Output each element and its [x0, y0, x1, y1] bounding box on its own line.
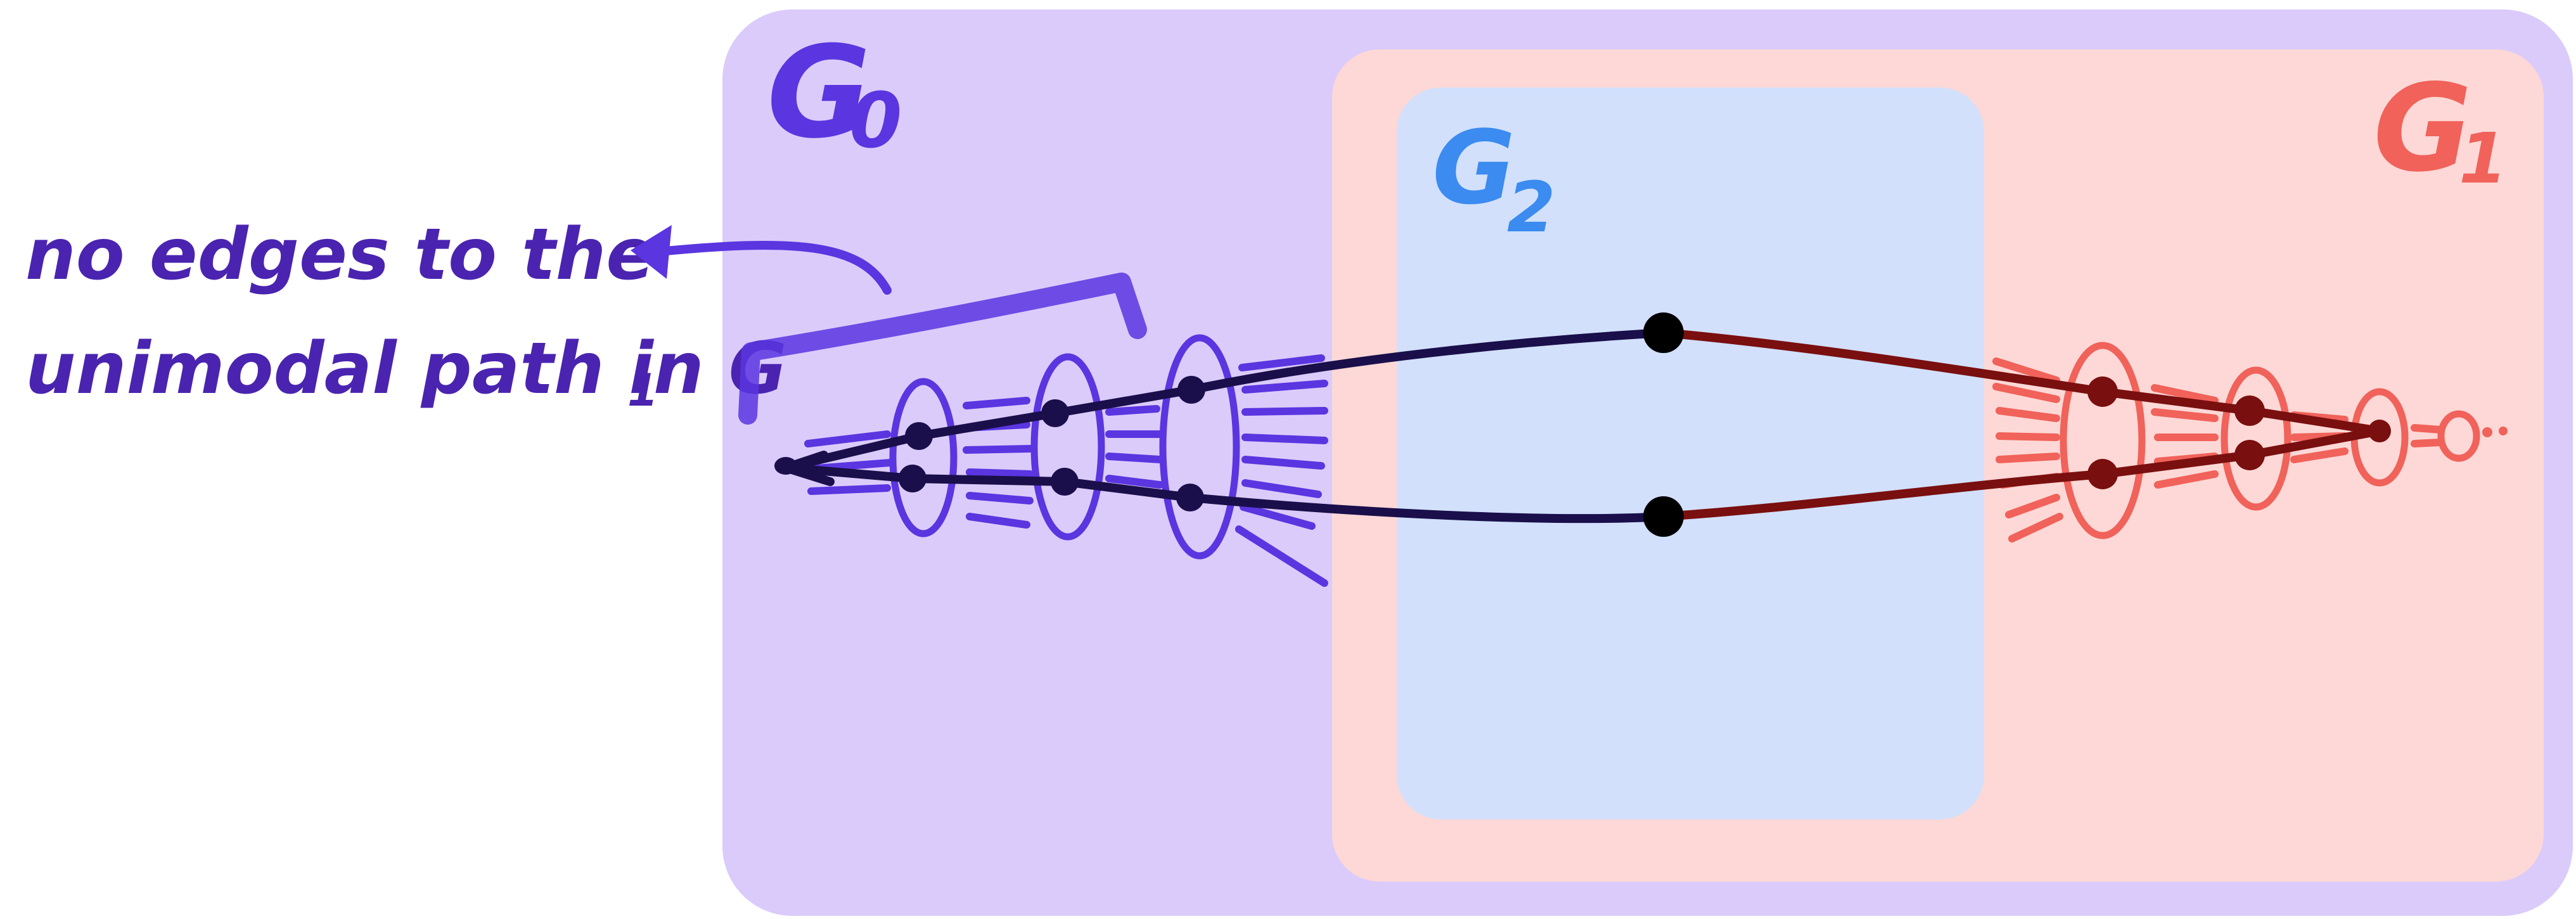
sink-node [2368, 420, 2391, 442]
annotation-arrowhead-icon [631, 225, 672, 279]
annotation-line-1: no edges to the [25, 214, 654, 296]
annotation-arrow-icon [648, 241, 892, 295]
g1-layer-4 [2437, 410, 2480, 462]
g0-layers [889, 334, 1240, 560]
node-upper-2 [1041, 399, 1069, 427]
node-red-lower-2 [2234, 440, 2265, 470]
g0-layer-1 [889, 378, 958, 537]
node-red-upper-2 [2234, 395, 2265, 426]
g2-label: G [1432, 108, 1515, 227]
region-g2 [1397, 87, 1984, 819]
g1-layer-1 [2060, 342, 2146, 539]
node-lower-2 [1051, 468, 1079, 496]
bridge-node-upper [1643, 312, 1684, 353]
lower-path-dark [781, 463, 1668, 524]
node-upper-3 [1177, 376, 1205, 404]
g1-label: G [2373, 58, 2472, 198]
bridge-node-lower [1643, 496, 1684, 537]
g0-edge-hatching [804, 354, 1328, 587]
g2-subscript: 2 [1507, 167, 1556, 248]
source-node [774, 457, 797, 475]
g0-label: G [767, 19, 871, 167]
upper-path-dark [781, 328, 1668, 472]
node-upper-1 [905, 422, 933, 450]
annotation-line-2: unimodal path in G [25, 328, 787, 410]
path-red-segments [1659, 328, 2384, 521]
g0-subscript: 0 [849, 77, 902, 165]
upper-path-red [1659, 328, 2384, 435]
node-red-upper-1 [2087, 376, 2118, 407]
g1-subscript: 1 [2459, 118, 2508, 199]
scribble-bracket-icon [738, 273, 1147, 425]
g0-layer-2 [1030, 353, 1105, 541]
path-nodes [774, 312, 2391, 537]
g0-layer-3 [1159, 334, 1240, 560]
lower-path-red [1659, 427, 2384, 521]
g1-layer-2 [2220, 366, 2291, 511]
node-red-lower-1 [2087, 459, 2118, 489]
node-lower-1 [899, 465, 926, 492]
annotation-line-2-subscript: 1 [627, 364, 658, 416]
node-lower-3 [1176, 484, 1204, 511]
